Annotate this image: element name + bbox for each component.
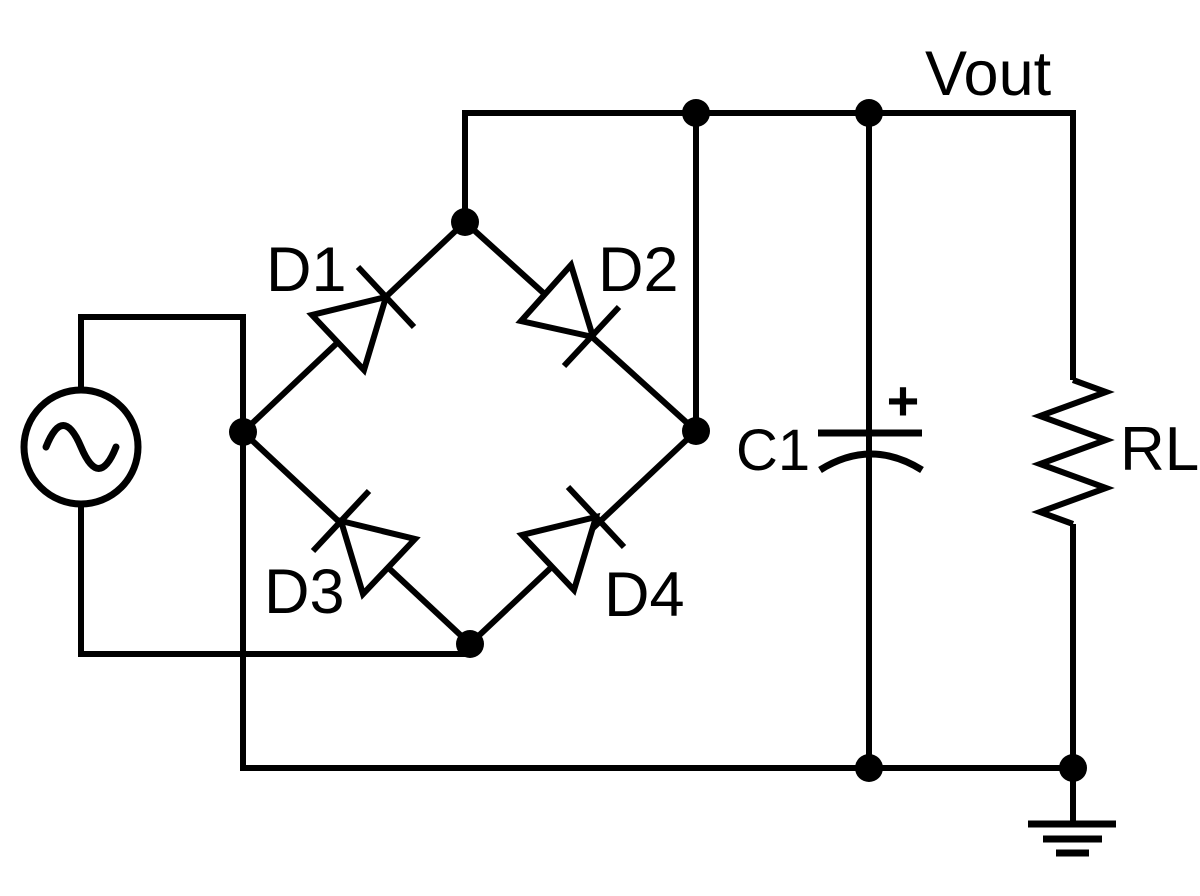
c1-label: C1 xyxy=(736,418,810,483)
capacitor-c1 xyxy=(818,429,924,473)
junction-dot xyxy=(682,99,710,127)
d1-cathode-bar xyxy=(355,264,417,330)
junction-dot xyxy=(855,99,883,127)
vout-label: Vout xyxy=(925,39,1052,109)
d4-cathode-bar xyxy=(565,484,627,550)
sine-wave-icon xyxy=(42,422,120,472)
ac-top-and-ground-rail-wire xyxy=(78,314,1073,771)
junction-dot xyxy=(1059,754,1087,782)
ac-source xyxy=(20,386,142,508)
ac-bottom-wire xyxy=(78,504,468,657)
d4-label: D4 xyxy=(604,560,685,630)
diode-d2 xyxy=(515,259,622,369)
junction-dot xyxy=(682,417,710,445)
d3-triangle-icon xyxy=(336,516,421,600)
capacitor-negative-plate xyxy=(818,450,924,473)
earth-ground-icon xyxy=(1028,768,1116,857)
rl-label: RL xyxy=(1120,415,1199,484)
d4-triangle-icon xyxy=(516,512,601,596)
resistor-zigzag-icon xyxy=(1031,377,1115,527)
d1-triangle-icon xyxy=(306,292,391,376)
junction-dot xyxy=(229,418,257,446)
junction-dot xyxy=(855,754,883,782)
junction-dot xyxy=(456,630,484,658)
diode-d1 xyxy=(306,264,417,376)
ac-source-circle xyxy=(20,386,142,508)
junction-dot xyxy=(451,208,479,236)
d3-cathode-bar xyxy=(310,488,372,554)
diode-d3 xyxy=(310,488,421,600)
d2-triangle-icon xyxy=(515,259,598,342)
capacitor-polarity-plus: + xyxy=(887,369,920,432)
d3-label: D3 xyxy=(264,557,345,627)
diode-d4 xyxy=(516,484,627,596)
d2-cathode-bar xyxy=(561,304,622,369)
vout-rail-wire xyxy=(462,110,1076,380)
junction-dots xyxy=(229,99,1087,782)
d1-label: D1 xyxy=(266,235,347,305)
d2-label: D2 xyxy=(598,235,679,305)
